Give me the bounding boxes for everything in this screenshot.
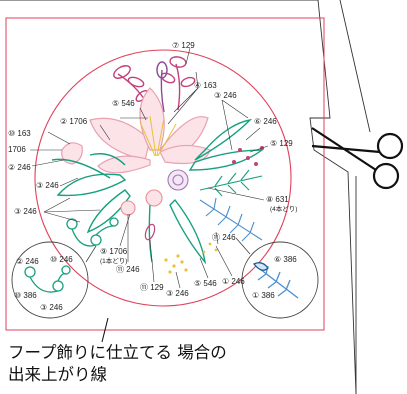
scissors-icon [311,127,404,190]
detail-left-label-3-246: ③ 246 [40,303,63,312]
label-1706: 1706 [8,145,26,154]
detail-left-connector [85,245,97,263]
paper-fold-line [339,0,371,133]
caption-line-1: フープ飾りに仕立てる 場合の [8,343,227,362]
label-3-246-left: ③ 246 [36,181,59,190]
label-5-546: ⑤ 546 [112,99,135,108]
detail-left-label-10-246: ⑩ 246 [50,255,73,264]
detail-right-art [252,262,299,299]
lily-flower [89,87,211,174]
label-7-129: ⑦ 129 [172,41,195,50]
purple-buds [156,61,168,113]
berry-dots [232,146,264,166]
pink-roses [120,189,163,216]
label-3-246-mid: ③ 246 [14,207,37,216]
label-10-163: ⑩ 163 [8,129,31,138]
detail-left-label-10-386: ⑩ 386 [14,291,37,300]
label-9-1706: ⑨ 1706 [100,247,128,256]
detail-right-connector [235,237,251,255]
finished-cut-line [5,17,325,331]
leader-lines [30,47,269,289]
label-8-631: ⑧ 631 [266,195,289,204]
blue-fern [199,197,263,242]
label-2-246: ② 246 [8,163,31,172]
label-5-129: ⑤ 129 [270,139,293,148]
detail-right-label-1-386: ① 386 [252,291,275,300]
label-1-246: ① 246 [222,277,245,286]
paper-edge [0,0,357,394]
label-6-246: ⑥ 246 [254,117,277,126]
detail-right-label-6-386: ⑥ 386 [274,255,297,264]
label-11-246-b: ⑪ 246 [212,233,236,242]
label-4-163: ④ 163 [194,81,217,90]
hoop-outline [34,49,292,307]
detail-circle-left [11,241,89,319]
lower-bud [144,223,156,241]
label-11-246: ⑪ 246 [116,265,140,274]
label-3-246-top: ③ 246 [214,91,237,100]
label-5-546-bot: ⑤ 546 [194,279,217,288]
label-9-1706-note: (1本どり) [100,256,127,265]
label-8-631-note: (4本どり) [270,204,297,213]
detail-circle-right [241,241,319,319]
label-11-129: ⑪ 129 [140,283,164,292]
purple-rose [167,169,189,191]
finish-line-caption: フープ飾りに仕立てる 場合の 出来上がり線 [8,342,227,386]
detail-left-label-2-246: ② 246 [16,257,39,266]
teal-berries [66,217,119,247]
detail-left-art [24,265,71,293]
caption-line-2: 出来上がり線 [8,365,107,384]
lily-stamens [139,115,177,157]
top-fronds [113,56,196,113]
label-3-246-bot: ③ 246 [166,289,189,298]
yellow-dots [164,242,218,274]
label-2-1706: ② 1706 [60,117,88,126]
right-green-frond [199,169,263,197]
caption-pointer [101,317,109,343]
